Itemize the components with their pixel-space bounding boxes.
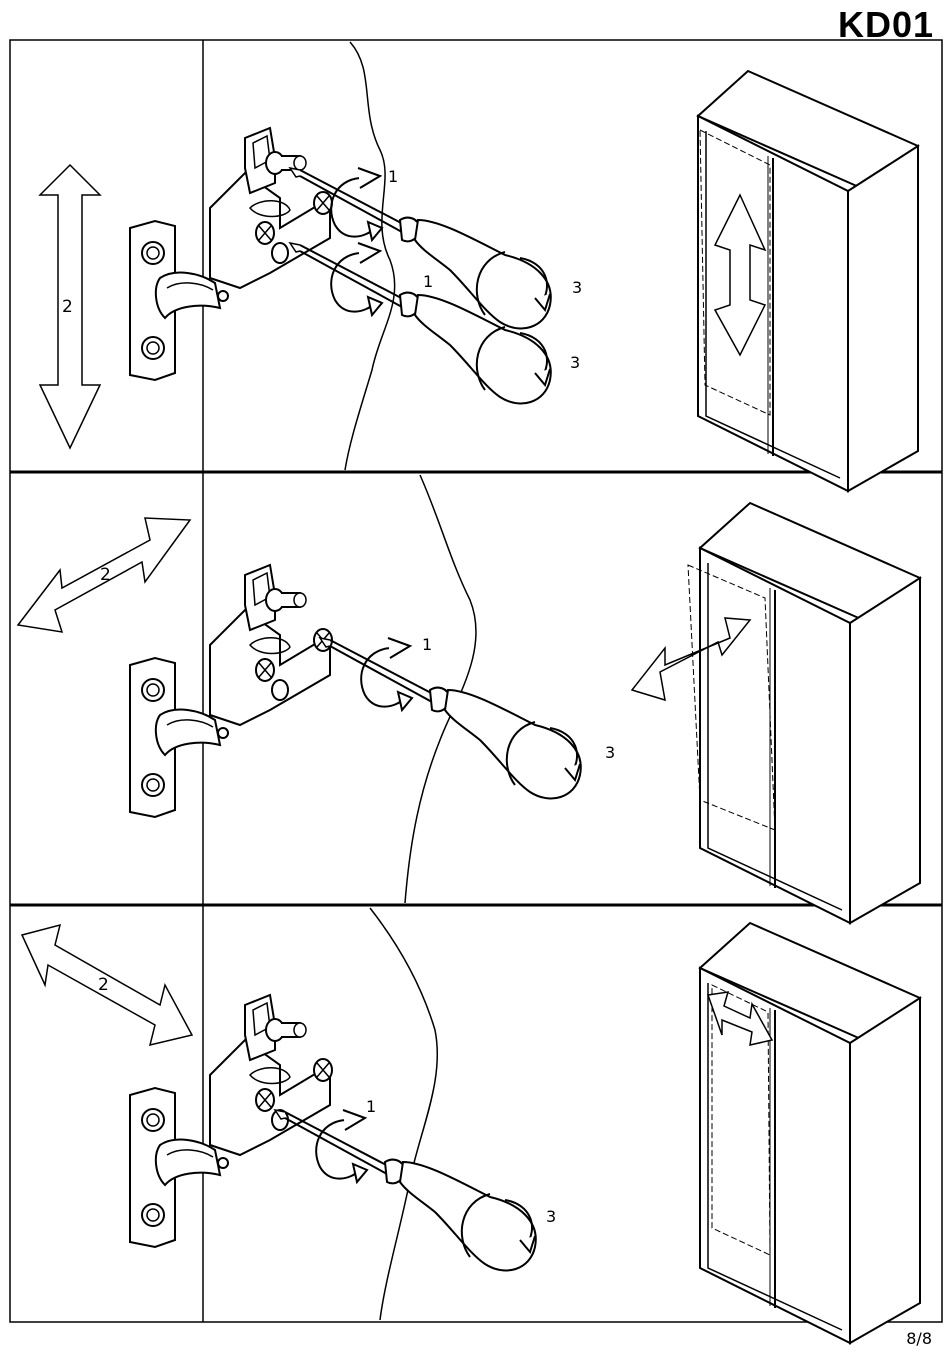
hinge-icon bbox=[130, 565, 332, 817]
panel-depth-adjustment: 2 1 3 bbox=[18, 475, 920, 923]
turn-label: 1 bbox=[366, 1097, 376, 1116]
panel-vertical-adjustment: 2 1 3 1 3 bbox=[40, 42, 918, 491]
rotate-label: 3 bbox=[570, 353, 580, 372]
screwdriver-icon bbox=[275, 1110, 536, 1270]
page-number: 8/8 bbox=[906, 1329, 932, 1348]
wardrobe-icon bbox=[700, 923, 920, 1343]
direction-label: 2 bbox=[98, 975, 109, 995]
turn-label: 1 bbox=[422, 635, 432, 654]
direction-label: 2 bbox=[62, 297, 73, 317]
hinge-icon bbox=[130, 128, 332, 380]
turn-label: 1 bbox=[423, 272, 433, 291]
wardrobe-icon bbox=[700, 503, 920, 923]
rotate-label: 3 bbox=[572, 278, 582, 297]
direction-label: 2 bbox=[100, 565, 111, 585]
rotate-label: 3 bbox=[546, 1207, 556, 1226]
turn-label: 1 bbox=[388, 167, 398, 186]
screwdriver-icon bbox=[320, 638, 581, 798]
rotate-label: 3 bbox=[605, 743, 615, 762]
torn-edge bbox=[370, 908, 437, 1320]
panel-side-adjustment: 2 1 3 bbox=[22, 908, 920, 1343]
